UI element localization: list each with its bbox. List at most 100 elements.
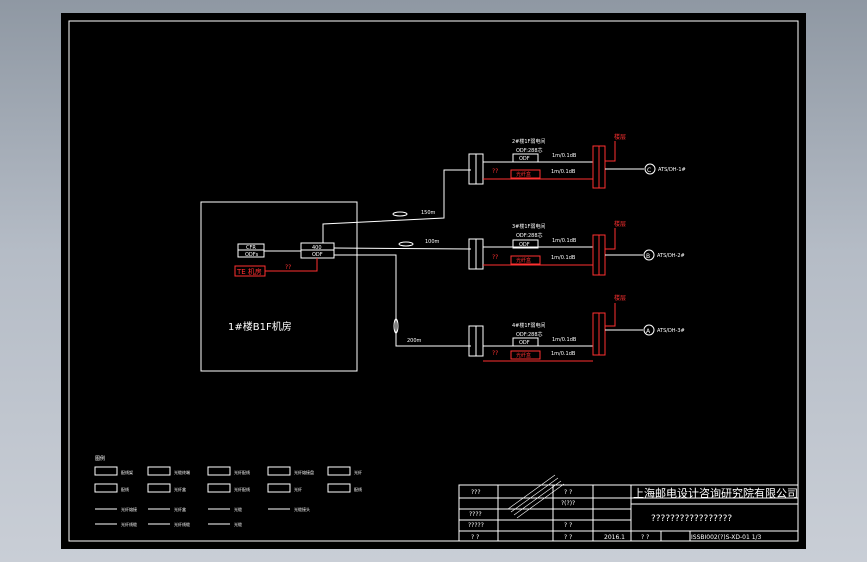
legend-label: 光缆 xyxy=(234,506,242,512)
legend-label: 光纤熔接盘 xyxy=(294,469,314,475)
cell-9: ? ? xyxy=(641,534,649,541)
branch-3-cap1: 1m/0.1dB xyxy=(552,337,577,343)
main-odf-top: 400 xyxy=(312,245,322,251)
branch-1-red-text: ?? xyxy=(492,168,498,175)
legend-item: 光纤熔接 xyxy=(95,506,137,512)
legend-label: 光纤配线 xyxy=(234,469,250,475)
branch-1-title: 2#楼1F弱电间 xyxy=(512,138,545,145)
room-label: 1#楼B1F机房 xyxy=(228,320,292,333)
legend-label: 配线 xyxy=(121,486,129,492)
legend-label: 光纤 xyxy=(294,486,302,492)
legend-label: 光纤熔接 xyxy=(121,506,137,512)
branch-2-cap2: 1m/0.1dB xyxy=(551,255,576,261)
cell-3: ?(?)? xyxy=(561,500,575,507)
cell-6: ? ? xyxy=(564,522,572,529)
legend-item: 光缆接头 xyxy=(268,506,310,512)
legend-label: 光纤盒 xyxy=(174,506,186,512)
branch-2-box: ODF xyxy=(519,242,530,248)
left-red-box-label: TE 机房 xyxy=(236,267,262,276)
legend-item: 光缆 xyxy=(208,506,242,512)
branch-3-end-label: ATS/DH-3# xyxy=(657,328,685,334)
legend-label: 光纤线缆 xyxy=(174,521,190,527)
left-red-box[interactable]: TE 机房 xyxy=(234,265,266,277)
branch-2-end-label: ATS/DH-2# xyxy=(657,253,685,259)
drawing-name: ????????????????? xyxy=(651,514,732,524)
left-rack-bottom: ODFs xyxy=(245,252,259,258)
branch-3[interactable]: 4#楼1F弱电间 ODF:288芯 ODF 光纤盒 1m/0.1dB 1m/0.… xyxy=(468,294,685,362)
branch-2-red-box: 光纤盒 xyxy=(516,257,531,264)
main-odf[interactable]: 400 ODF xyxy=(300,242,335,259)
branch-2-red-text: ?? xyxy=(492,254,498,261)
branch-1-end: C xyxy=(647,167,651,174)
branch-3-tag: 楼层 xyxy=(614,294,626,302)
legend-label: 光缆接头 xyxy=(294,506,310,512)
cable-length-2: 100m xyxy=(425,239,440,245)
branch-1[interactable]: 2#楼1F弱电间 ODF:288芯 ODF 光纤盒 1m/0.1dB 1m/0.… xyxy=(468,133,686,189)
cell-4: ???? xyxy=(469,511,482,518)
legend-item: 光纤盒 xyxy=(148,506,186,512)
branch-2-end: B xyxy=(646,253,650,260)
branch-1-box: ODF xyxy=(519,156,530,162)
branch-2-cap1: 1m/0.1dB xyxy=(552,238,577,244)
cell-7: ? ? xyxy=(471,534,479,541)
legend-label: 配线 xyxy=(354,486,362,492)
drawing-canvas[interactable]: 1#楼B1F机房 400 ODF CFR ODFs TE 机房 ?? 150m … xyxy=(61,13,806,549)
cell-1: ??? xyxy=(471,489,481,496)
branch-1-sub: ODF:288芯 xyxy=(516,147,543,154)
legend-item: 光纤 xyxy=(267,483,302,493)
cell-2: ? ? xyxy=(564,489,572,496)
branch-3-sub: ODF:288芯 xyxy=(516,331,543,338)
legend-item: 光纤 xyxy=(327,466,362,476)
branch-3-title: 4#楼1F弱电间 xyxy=(512,322,545,329)
left-rack-top: CFR xyxy=(246,245,256,251)
legend-title: 图例 xyxy=(95,455,105,462)
cable-length-1: 150m xyxy=(421,210,436,216)
legend: 图例 配线架光缆终端光纤配线光纤熔接盘光纤配线光纤盒光纤配线光纤配线光纤熔接光纤… xyxy=(94,455,362,527)
branch-2-sub: ODF:288芯 xyxy=(516,232,543,239)
branch-1-red-box: 光纤盒 xyxy=(516,171,531,178)
branch-1-cap1: 1m/0.1dB xyxy=(552,153,577,159)
legend-label: 光纤 xyxy=(354,469,362,475)
cable-3[interactable] xyxy=(334,254,471,347)
branch-2-title: 3#楼1F弱电间 xyxy=(512,223,545,230)
legend-item: 光缆终端 xyxy=(147,466,190,476)
legend-label: 配线架 xyxy=(121,469,133,475)
cable-1[interactable] xyxy=(322,169,471,243)
legend-item: 配线 xyxy=(94,483,129,493)
legend-label: 光缆 xyxy=(234,521,242,527)
branch-3-red-text: ?? xyxy=(492,350,498,357)
branch-1-cap2: 1m/0.1dB xyxy=(551,169,576,175)
legend-label: 光缆终端 xyxy=(174,469,190,475)
legend-item: 光纤熔接盘 xyxy=(267,466,314,476)
room-box xyxy=(200,201,358,372)
legend-item: 配线架 xyxy=(94,466,133,476)
cell-8: ? ? xyxy=(564,534,572,541)
branch-3-red-box: 光纤盒 xyxy=(516,352,531,359)
title-block: 上海邮电设计咨询研究院有限公司 ????????????????? 2016.1… xyxy=(458,474,799,542)
legend-label: 光纤线缆 xyxy=(121,521,137,527)
branch-3-box: ODF xyxy=(519,340,530,346)
drawing-number: ISSBI002(?)S-XD-01 1/3 xyxy=(691,534,762,541)
branch-2[interactable]: 3#楼1F弱电间 ODF:288芯 ODF 光纤盒 1m/0.1dB 1m/0.… xyxy=(468,220,685,276)
legend-item: 光纤配线 xyxy=(207,466,250,476)
branch-1-tag: 楼层 xyxy=(614,133,626,141)
branch-3-end: A xyxy=(646,328,651,335)
cable-2[interactable] xyxy=(333,247,472,250)
left-rack[interactable]: CFR ODFs xyxy=(237,243,265,258)
legend-item: 配线 xyxy=(327,483,362,493)
branch-3-cap2: 1m/0.1dB xyxy=(551,351,576,357)
main-odf-bottom: ODF xyxy=(312,252,323,258)
branch-1-end-label: ATS/DH-1# xyxy=(658,167,686,173)
legend-label: 光纤盒 xyxy=(174,486,186,492)
legend-label: 光纤配线 xyxy=(234,486,250,492)
main-red-label: ?? xyxy=(285,264,291,271)
cable-length-3: 200m xyxy=(407,338,422,344)
outer-frame xyxy=(68,20,799,542)
cell-5: ????? xyxy=(468,522,484,529)
drawing-date: 2016.1 xyxy=(604,534,625,541)
company-name: 上海邮电设计咨询研究院有限公司 xyxy=(633,486,798,500)
legend-item: 光缆 xyxy=(208,521,242,527)
legend-item: 光纤线缆 xyxy=(95,521,137,527)
branch-2-tag: 楼层 xyxy=(614,220,626,228)
legend-item: 光纤线缆 xyxy=(148,521,190,527)
